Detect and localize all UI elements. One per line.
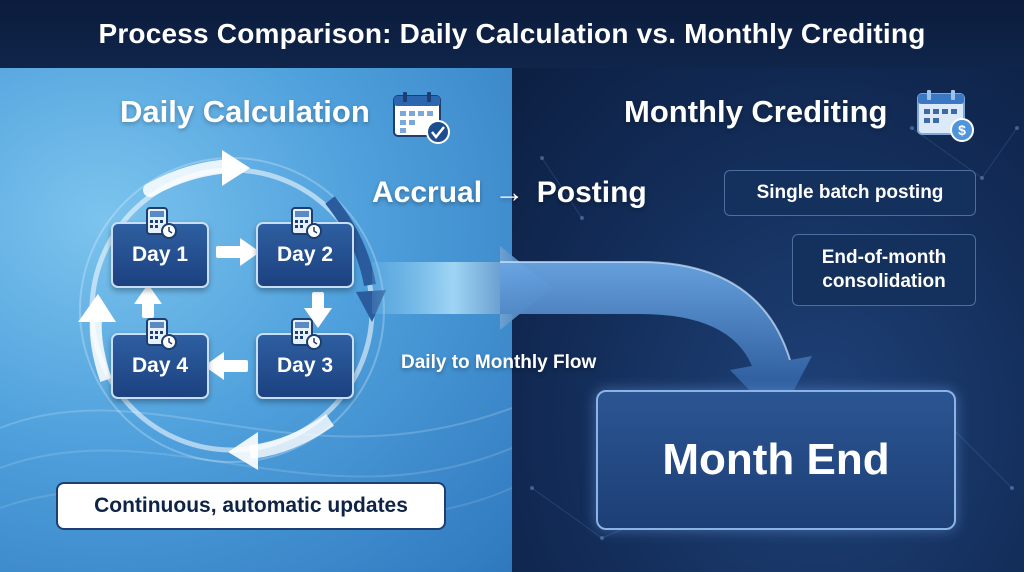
continuous-updates-label: Continuous, automatic updates [56,482,446,530]
page-title: Process Comparison: Daily Calculation vs… [98,18,926,49]
calculator-clock-icon [291,207,322,239]
title-bar: Process Comparison: Daily Calculation vs… [0,0,1024,68]
month-end-box: Month End [596,390,956,530]
cycle-ring [78,150,386,470]
calculator-clock-icon [146,207,177,239]
calendar-dollar-icon: $ [917,90,974,142]
daily-to-monthly-flow-arrow [372,246,812,420]
single-batch-posting-box: Single batch posting [724,170,976,216]
svg-text:$: $ [958,122,966,138]
arrow-right-icon: → [494,176,525,209]
monthly-crediting-heading: Monthly Crediting [624,94,888,129]
inner-cycle-arrows [134,238,332,380]
calendar-check-icon [393,92,450,144]
day-2-box: Day 2 [256,222,354,288]
posting-label: Posting [536,176,647,209]
daily-to-monthly-flow-label: Daily to Monthly Flow [401,352,597,373]
calculator-clock-icon [146,318,177,350]
daily-calculation-heading: Daily Calculation [120,94,370,129]
end-of-month-consolidation-box: End-of-month consolidation [792,234,976,306]
accrual-label: Accrual [372,176,483,209]
calculator-clock-icon [291,318,322,350]
accrual-posting-label: Accrual → Posting [372,176,647,210]
